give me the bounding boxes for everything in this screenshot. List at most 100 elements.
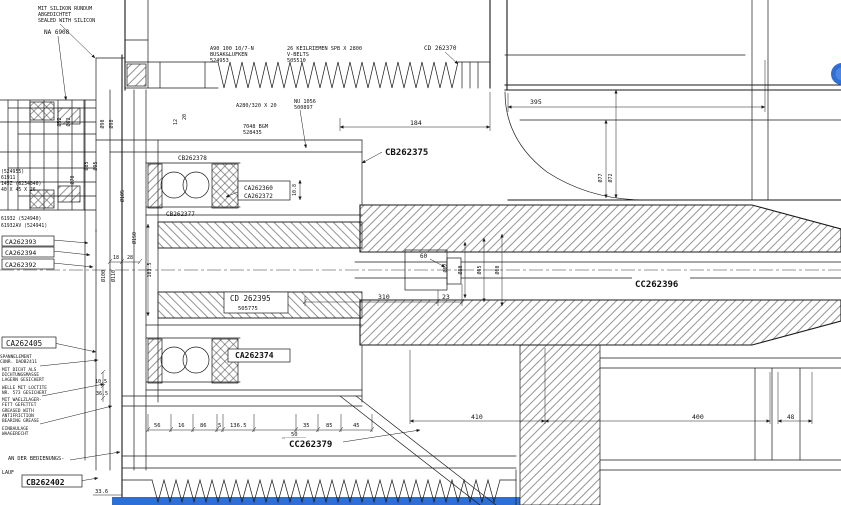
dim-35: 35 [303,423,310,429]
label-ca-262393: CA262393 [5,238,36,246]
label-cb-262378: CB262378 [178,155,207,162]
note-vbelt-line1: 26 KEILRIEMEN SPB X 2800 [287,46,362,52]
dim-48: 48 [787,414,795,421]
note-bedienungs: AN DER BEDIENUNGS- [8,456,64,462]
main-shaft [354,204,841,346]
note-40x45x26: 40 X 45 X 26 [1,187,36,193]
note-505775: 505775 [238,306,258,312]
box-cb262402 [21,474,83,488]
dimensions [93,60,813,496]
note-a280: A280/320 X 20 [236,103,277,109]
dia-70: Ø70 [69,175,76,184]
label-cd-262370: CD 262370 [424,45,457,52]
dim-10-5: 10.5 [95,379,107,385]
dia-65: Ø65 [476,265,483,274]
dia-105: Ø105 [119,190,126,202]
vbelt-grooves-top [217,61,459,89]
note-bl-12: BEARING GREASE [2,418,39,424]
note-bl-09: FETT GEFETTET [2,402,37,408]
note-7048-line2: 528435 [243,130,262,136]
dia-62-hex: Ø62 [442,263,449,272]
dim-184: 184 [410,119,422,127]
label-ca-262360: CA262360 [244,185,273,192]
dim-23: 23 [442,293,450,301]
dia-110: Ø110 [110,270,117,282]
note-vbelt-line2: V-BELTS [287,52,309,58]
note-145z: 145Z (6234040) [1,181,41,187]
belt-pulley-bottom [151,469,517,505]
dia-85: Ø85 [83,161,90,170]
label-ca-262374: CA262374 [235,351,274,360]
note-nu1056-line1: NU 1056 [294,99,316,105]
box-ca262393 [1,235,55,247]
bg-cc262379 [285,438,343,449]
dim-136-5: 136.5 [230,423,247,429]
dia-90: Ø90 [99,119,106,128]
note-bl-11: ANTIFRICTION [2,413,34,419]
note-silicon-line1: MIT SILIKON RUNDUM [38,6,92,12]
box-ca262392 [1,258,55,270]
bg-cc262396 [632,277,690,289]
note-nu1056-line2: 500897 [294,105,313,111]
label-ca-262372: CA262372 [244,193,273,200]
note-bl-01: SPANNELEMENT [0,354,32,360]
note-bl-03: MIT DICHT ALS [2,367,37,373]
dia-60: Ø60 [494,265,501,274]
dim-56: 56 [154,423,161,429]
note-bl-13: EINBAULAGE [2,426,29,432]
dia-77: Ø77 [597,173,604,182]
dia-100: Ø100 [100,270,107,282]
dim-50: 50 [291,432,298,438]
note-61932: 61932 (524940) [1,216,41,222]
bottom-blue-strip [112,497,520,505]
note-bl-10: GREASED WITH [2,408,34,414]
box-ca262374 [227,348,291,363]
left-end-assembly [0,57,126,233]
dim-16: 16 [178,423,185,429]
note-61932av: 61932AV (524941) [1,223,47,229]
belt-pulley-top [124,0,491,91]
note-busak-line2: BUSAK&LUFKEN [210,52,247,58]
dim-20: 20 [182,114,188,120]
label-ca-262392: CA262392 [5,261,36,269]
label-cc-262379: CC262379 [289,440,332,450]
dia-150: Ø150 [131,232,138,244]
dim-60: 60 [420,253,428,260]
label-boxes [1,147,690,488]
dim-395: 395 [530,98,542,106]
dim-5: 5 [218,423,221,429]
blue-circle-badge[interactable] [831,63,841,85]
bg-cb262375 [382,147,438,157]
note-busak-line1: A90 100 10/7-N [210,46,254,52]
dim-12: 12 [173,119,179,125]
note-silicon-line2: ABGEDICHTET [38,12,71,18]
label-ca-262394: CA262394 [5,249,36,257]
dia-80: Ø80 [457,265,464,274]
note-bl-14: WAAGERECHT [2,431,29,437]
label-cb-262377: CB262377 [166,211,195,218]
note-bl-07: NR. 573 GESICHERT [2,390,47,396]
blue-circle-inner [835,67,841,81]
dim-28: 28 [127,255,133,261]
dim-310: 310 [378,293,390,301]
label-cc-262396: CC262396 [635,280,678,290]
note-bl-05: LAGERN GESICHERT [2,377,45,383]
headstock-casting [504,0,841,201]
leader-lines [39,23,459,482]
dim-86: 86 [200,423,207,429]
label-na-6908: NA 6908 [44,29,70,36]
dia-62: Ø62 [65,117,72,126]
dia-72: Ø72 [607,173,614,182]
dim-85: 85 [326,423,333,429]
dia-98: Ø98 [108,119,115,128]
note-bl-08: MIT WAELZLAGER- [2,397,42,403]
label-ca-262405: CA262405 [6,339,42,348]
note-7048-line1: 7048 BGM [243,124,268,130]
box-ca262394 [1,246,55,258]
label-cb-262402: CB262402 [26,478,65,487]
box-ca262405 [1,336,57,349]
dim-36-5: 36.5 [96,391,108,397]
